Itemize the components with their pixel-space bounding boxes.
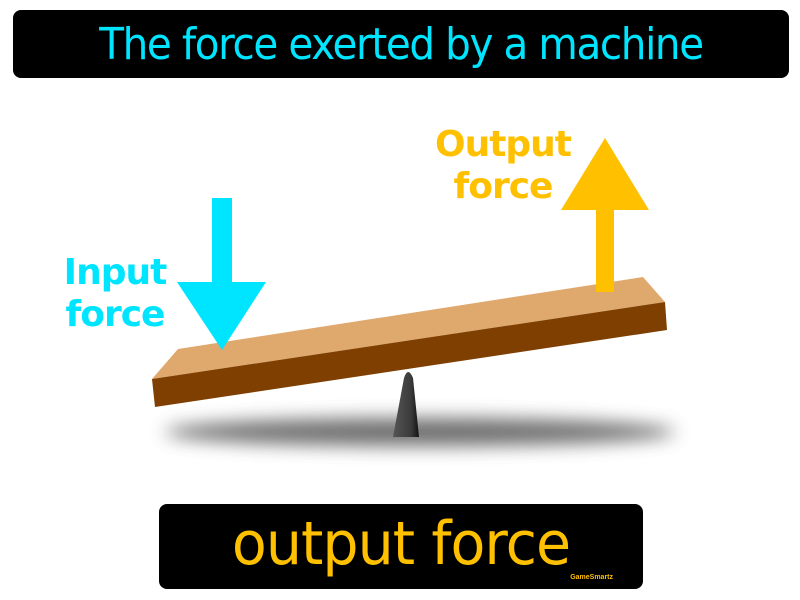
- input-label-line2: force: [65, 294, 166, 335]
- input-force-arrow: [177, 198, 266, 350]
- input-label-line1: Input: [63, 252, 168, 293]
- definition-text: The force exerted by a machine: [99, 18, 704, 70]
- credit-text: GameSmartz: [570, 574, 613, 581]
- output-label-line2: force: [453, 166, 554, 207]
- fulcrum: [393, 372, 419, 437]
- lever-shadow: [165, 418, 675, 446]
- term-banner: output force GameSmartz: [159, 504, 643, 589]
- output-force-arrow: [561, 138, 649, 292]
- input-force-label: Input force: [55, 252, 175, 336]
- lever-plank: [152, 277, 667, 407]
- output-force-label: Output force: [428, 124, 578, 208]
- term-text: output force: [231, 508, 571, 579]
- output-label-line1: Output: [434, 124, 572, 165]
- definition-banner: The force exerted by a machine: [13, 10, 789, 78]
